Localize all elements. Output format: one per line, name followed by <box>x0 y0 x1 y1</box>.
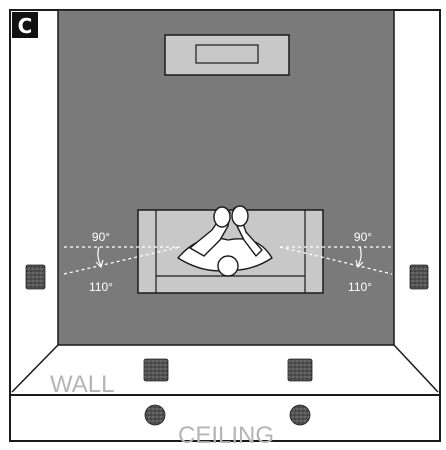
angle-label-left-110: 110° <box>89 280 113 294</box>
angle-label-right-110: 110° <box>348 280 372 294</box>
right-angle-guides: 90° 110° <box>279 230 393 294</box>
figure-badge: C <box>12 12 38 38</box>
speaker-icon <box>144 404 166 426</box>
badge-label: C <box>18 14 33 38</box>
speaker-icon <box>25 264 46 290</box>
right-wall-edge <box>393 344 439 393</box>
angle-label-left-90: 90° <box>92 230 110 244</box>
speaker-icon <box>143 358 169 382</box>
tv-screen-icon <box>164 34 290 76</box>
ceiling-strip <box>9 394 441 442</box>
speaker-icon <box>287 358 313 382</box>
speaker-icon <box>409 264 429 290</box>
listener-icon <box>177 205 273 277</box>
wall-label: WALL <box>50 371 114 398</box>
speaker-icon <box>289 404 311 426</box>
angle-label-right-90: 90° <box>354 230 372 244</box>
left-wall-edge <box>11 344 59 393</box>
ceiling-label: CEILING <box>178 422 274 445</box>
left-angle-guides: 90° 110° <box>63 230 181 294</box>
